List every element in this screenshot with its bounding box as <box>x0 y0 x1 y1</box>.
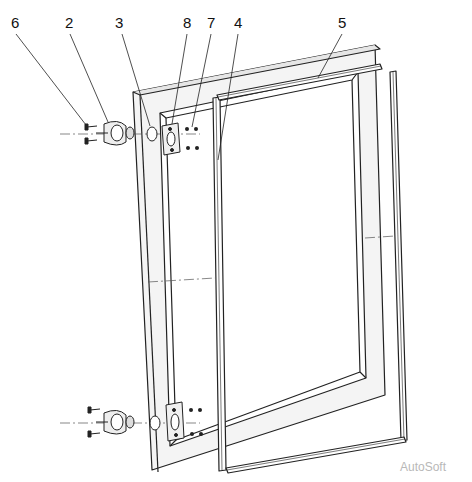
callout-number: 7 <box>207 15 215 31</box>
top-hinge-assembly <box>85 121 180 155</box>
callout-number: 4 <box>234 15 242 31</box>
right-seal-strip <box>390 71 407 441</box>
frame-opening <box>160 72 366 446</box>
callout-number: 5 <box>338 15 346 31</box>
bottom-screws <box>189 408 203 436</box>
watermark: AutoSoft <box>400 459 446 475</box>
bottom-hinge-assembly <box>88 402 184 441</box>
callout-number: 6 <box>11 15 19 31</box>
bottom-seal-strip <box>226 437 406 473</box>
top-seal-strip <box>217 64 382 100</box>
door-frame <box>133 45 385 470</box>
callout-number: 3 <box>115 15 123 31</box>
callout-number: 2 <box>65 15 73 31</box>
top-screws <box>185 127 199 150</box>
callout-number: 8 <box>183 15 191 31</box>
leader-lines <box>16 34 342 160</box>
